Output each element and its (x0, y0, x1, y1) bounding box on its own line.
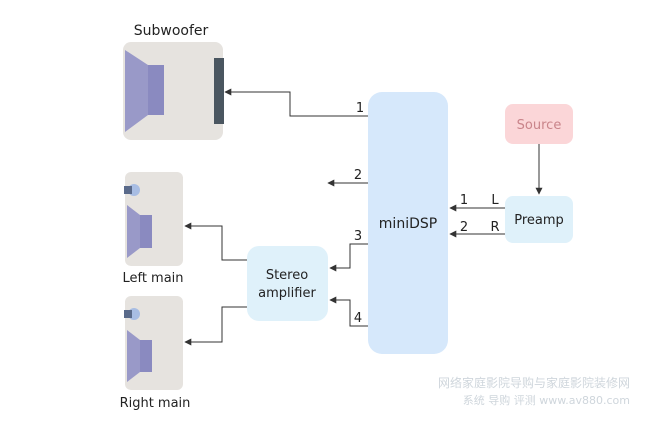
minidsp-box (368, 92, 448, 354)
source-label: Source (517, 118, 562, 133)
dsp-out3-to-amp-arrow (329, 243, 368, 272)
stereo-amplifier: Stereo amplifier (247, 246, 328, 321)
watermark-line2: 系统 导购 评测 www.av880.com (463, 393, 630, 407)
preamp-box (505, 196, 573, 243)
dsp-input-2-label: 2 (460, 220, 468, 235)
amplifier-box (247, 246, 328, 321)
left-main-driver-icon (140, 215, 152, 248)
subwoofer-driver-icon (148, 65, 164, 115)
left-main-speaker: Left main (122, 172, 184, 286)
amplifier-label-line1: Stereo (266, 268, 308, 283)
subwoofer-label: Subwoofer (134, 23, 209, 39)
preamp-label: Preamp (514, 213, 564, 228)
source-box (505, 104, 573, 144)
amplifier-label-line2: amplifier (258, 286, 316, 301)
minidsp: miniDSP (368, 92, 448, 354)
right-main-speaker: Right main (120, 296, 191, 411)
preamp: Preamp (505, 196, 573, 243)
subwoofer: Subwoofer (123, 23, 224, 140)
dsp-output-4-label: 4 (354, 311, 362, 326)
preamp-right-channel-label: R (490, 220, 499, 235)
dsp-output-2-label: 2 (354, 168, 362, 183)
subwoofer-cone-icon (125, 50, 148, 132)
dsp-out4-to-amp-arrow (329, 296, 368, 327)
right-main-label: Right main (120, 396, 191, 411)
right-main-tweeter-mount (124, 310, 132, 318)
amp-to-right-main-arrow (184, 306, 247, 346)
left-main-tweeter-mount (124, 186, 132, 194)
minidsp-label: miniDSP (379, 216, 437, 232)
watermark-line1: 网络家庭影院导购与家庭影院装修网 (438, 375, 630, 390)
dsp-input-1-label: 1 (460, 193, 468, 208)
amp-to-left-main-arrow (184, 222, 247, 261)
left-main-cone-icon (127, 205, 140, 258)
dsp-out1-to-subwoofer-arrow (224, 88, 368, 117)
dsp-output-3-label: 3 (354, 229, 362, 244)
preamp-left-channel-label: L (491, 193, 499, 208)
right-main-cone-icon (127, 330, 140, 382)
dsp-output-1-label: 1 (356, 101, 364, 116)
left-main-label: Left main (122, 271, 183, 286)
source: Source (505, 104, 573, 144)
right-main-driver-icon (140, 340, 152, 372)
subwoofer-panel (214, 58, 224, 124)
connections (184, 88, 543, 346)
